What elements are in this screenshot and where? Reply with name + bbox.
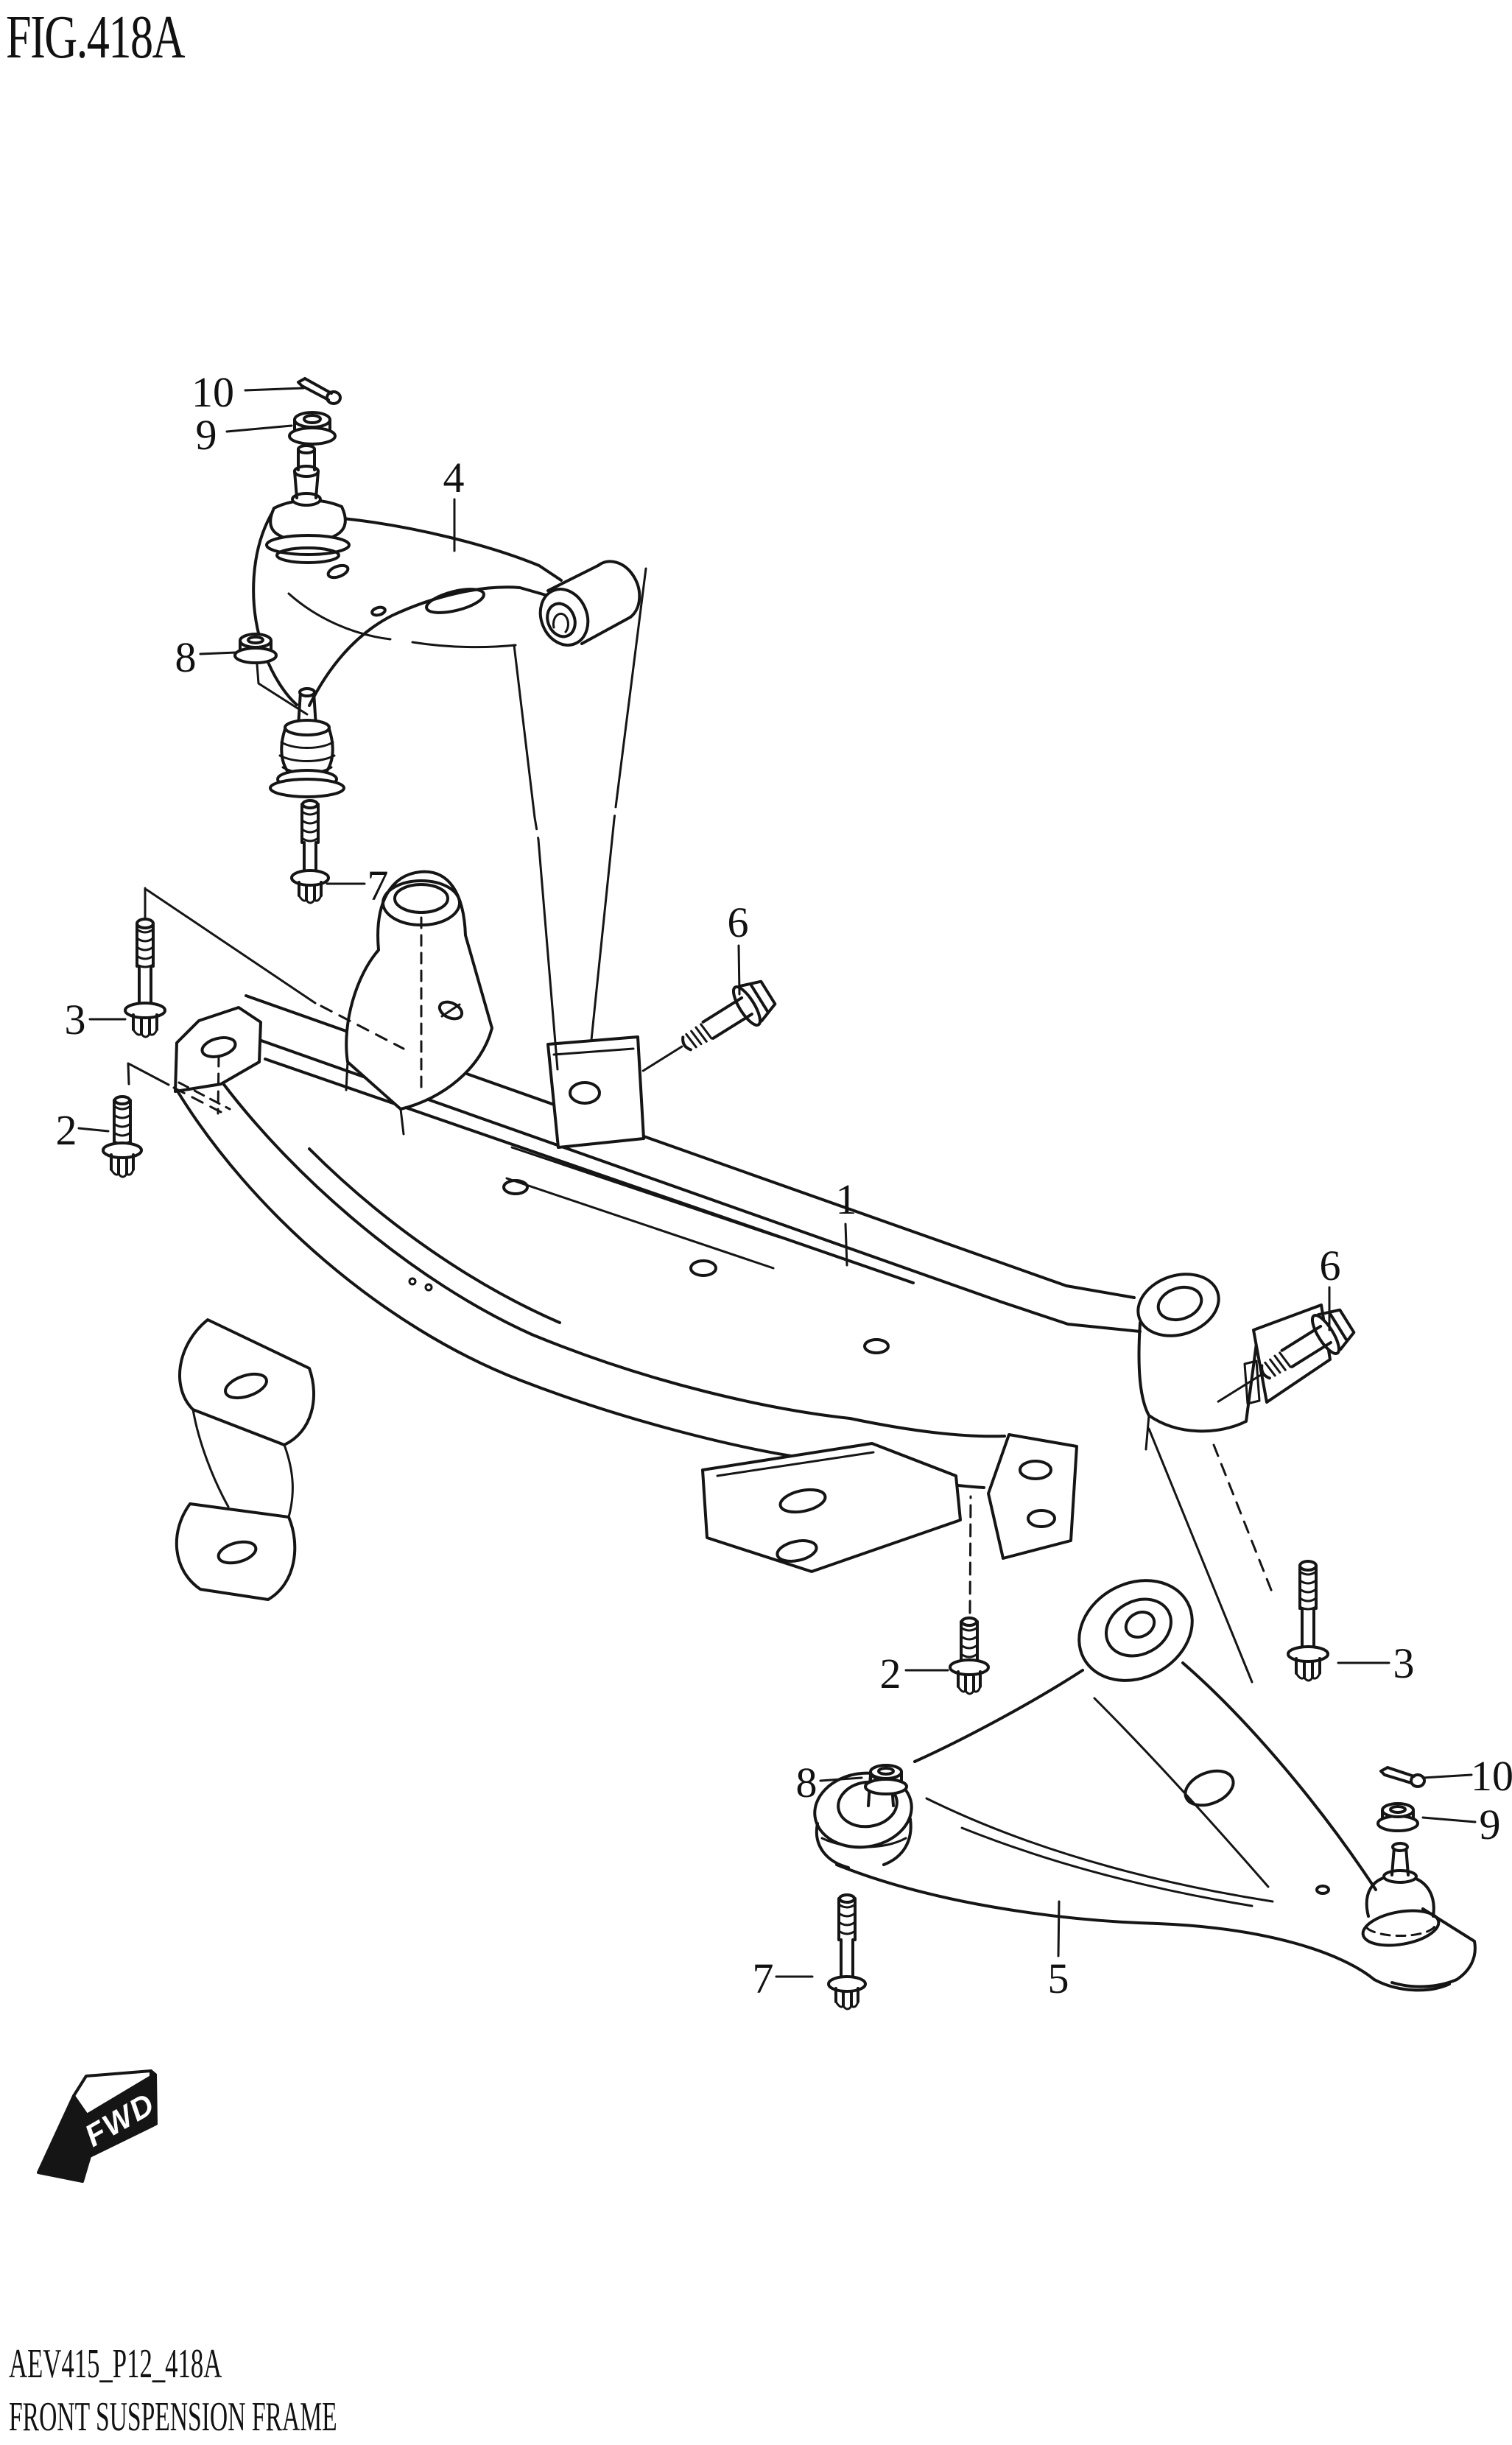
- figure-label: FIG.418A: [6, 3, 185, 71]
- callout-10-bottom: 10: [1471, 1752, 1512, 1800]
- bolt-6-center: [641, 979, 777, 1072]
- drawing-footer: AEV415_P12_418A FRONT SUSPENSION FRAME: [9, 2340, 556, 2441]
- callout-3-left: 3: [65, 996, 86, 1044]
- bolt-3-left: [124, 887, 405, 1050]
- assembly-pointer-lines: [513, 567, 1274, 1684]
- callout-7-left: 7: [368, 862, 389, 910]
- callout-9-top: 9: [196, 411, 217, 459]
- callout-6-right: 6: [1320, 1242, 1341, 1290]
- callout-2-left: 2: [56, 1106, 77, 1154]
- bolt-6-right: [1217, 1308, 1356, 1403]
- bolt-2-bottom: [949, 1616, 990, 1695]
- callout-8-left: 8: [175, 633, 197, 681]
- subframe-crossmember: [174, 870, 1332, 1601]
- control-arm-front-right: [813, 1579, 1477, 1992]
- callout-1: 1: [836, 1175, 857, 1223]
- bolt-7-bottom: [827, 1893, 867, 2010]
- callout-4: 4: [443, 454, 465, 502]
- callout-9-bottom: 9: [1480, 1801, 1501, 1848]
- callout-5: 5: [1048, 1955, 1069, 2002]
- bolt-2-left: [102, 1062, 222, 1178]
- cotter-pin-top: [297, 377, 342, 405]
- callout-2-bottom: 2: [880, 1650, 901, 1698]
- drawing-code: AEV415_P12_418A: [9, 2341, 222, 2387]
- callout-labels: 10 9 4 8 7 3 2 6 1 6 2 3 8 10 9 7 5: [56, 368, 1512, 2002]
- flange-nut-left: [233, 633, 309, 716]
- cotter-pin-bottom: [1379, 1766, 1426, 1788]
- callout-leader-lines: [77, 387, 1477, 1978]
- bolt-7-left: [290, 799, 330, 904]
- callout-8-bottom: 8: [796, 1759, 817, 1807]
- callout-7-bottom: 7: [753, 1955, 774, 2002]
- castle-nut-bottom: [1376, 1802, 1419, 1832]
- fwd-arrow-icon: FWD: [37, 2069, 161, 2183]
- castle-nut-top: [288, 411, 337, 446]
- drawing-title: FRONT SUSPENSION FRAME: [9, 2394, 337, 2440]
- callout-3-bottom: 3: [1393, 1639, 1415, 1687]
- bolt-3-bottom: [1287, 1560, 1329, 1682]
- flange-nut-right: [864, 1764, 908, 1795]
- callout-10-top: 10: [191, 368, 234, 416]
- callout-6-center: 6: [728, 898, 749, 946]
